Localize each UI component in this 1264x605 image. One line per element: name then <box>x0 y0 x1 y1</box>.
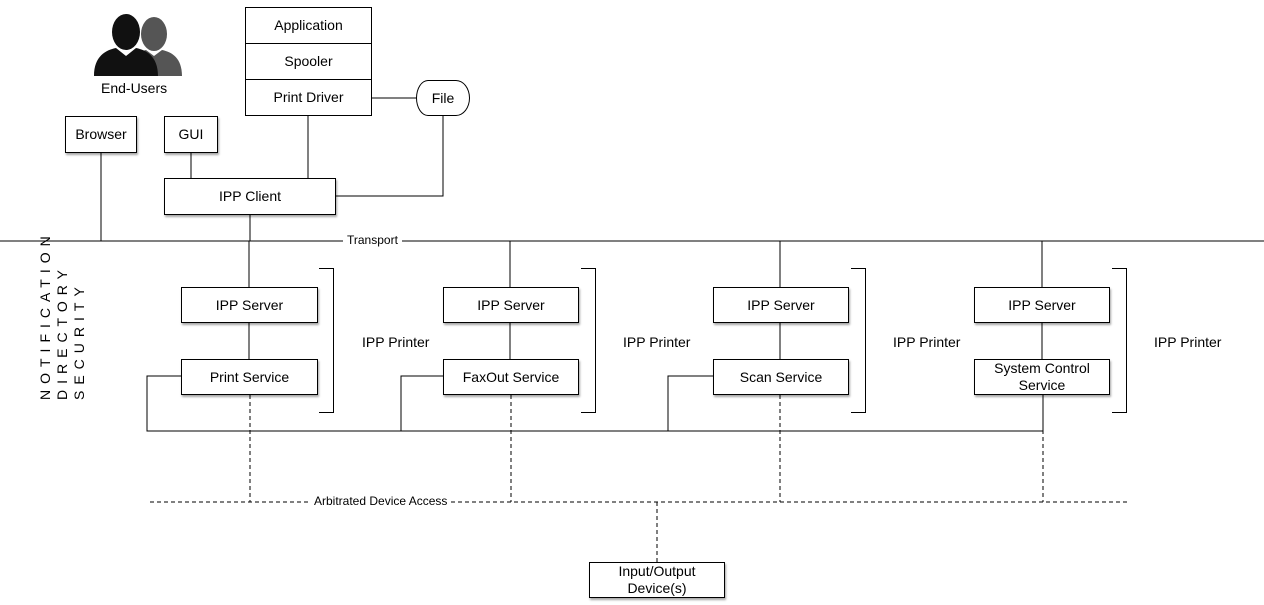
file-box: File <box>416 80 470 116</box>
end-users-label: End-Users <box>101 80 168 96</box>
notification-label: NOTIFICATION <box>37 230 53 400</box>
system-control-service-box: System Control Service <box>974 359 1110 395</box>
transport-label: Transport <box>343 233 402 247</box>
directory-label: DIRECTORY <box>54 264 70 400</box>
faxout-bus-link <box>400 375 443 431</box>
ipp-printer-label: IPP Printer <box>1154 334 1222 350</box>
spooler-box: Spooler <box>245 43 372 80</box>
ipp-server-box: IPP Server <box>713 287 849 323</box>
file-client-link <box>335 116 444 197</box>
security-label: SECURITY <box>71 281 87 400</box>
faxout-service-box: FaxOut Service <box>443 359 579 395</box>
arbitrated-access-label: Arbitrated Device Access <box>310 494 452 508</box>
ipp-printer-label: IPP Printer <box>623 334 691 350</box>
printer-brace <box>319 268 334 413</box>
printer-brace <box>851 268 866 413</box>
gui-box: GUI <box>164 116 218 153</box>
ipp-server-box: IPP Server <box>974 287 1110 323</box>
scan-bus-link <box>667 375 713 431</box>
users-icon <box>92 12 184 76</box>
io-device-box: Input/Output Device(s) <box>589 562 725 598</box>
printer-brace <box>1112 268 1127 413</box>
ipp-client-box: IPP Client <box>164 178 336 215</box>
ipp-printer-label: IPP Printer <box>893 334 961 350</box>
browser-box: Browser <box>65 116 137 153</box>
ipp-server-box: IPP Server <box>443 287 579 323</box>
print-service-box: Print Service <box>181 359 318 395</box>
print-driver-box: Print Driver <box>245 79 372 116</box>
scan-service-box: Scan Service <box>713 359 849 395</box>
side-labels: NOTIFICATION DIRECTORY SECURITY <box>37 230 88 400</box>
ipp-server-box: IPP Server <box>181 287 318 323</box>
ipp-printer-label: IPP Printer <box>362 334 430 350</box>
printer-brace <box>581 268 596 413</box>
application-box: Application <box>245 7 372 44</box>
